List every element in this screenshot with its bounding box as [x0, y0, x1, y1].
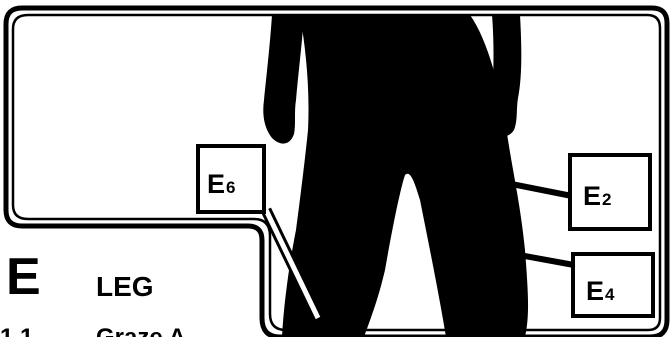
label-e6: E6: [198, 146, 264, 212]
section-letter: E: [6, 248, 41, 306]
label-e4-sub: 4: [605, 285, 615, 304]
label-e2-sub: 2: [602, 190, 611, 209]
section-title: LEG: [96, 271, 154, 302]
label-e4-main: E: [586, 276, 604, 306]
label-e4: E4: [573, 254, 653, 316]
label-e2-main: E: [583, 181, 601, 211]
list-item-number: 1.1: [0, 324, 33, 337]
label-e2: E2: [570, 155, 650, 229]
label-e6-sub: 6: [226, 178, 235, 197]
label-e6-main: E: [207, 169, 225, 199]
list-item-text: Graze A: [96, 324, 186, 337]
